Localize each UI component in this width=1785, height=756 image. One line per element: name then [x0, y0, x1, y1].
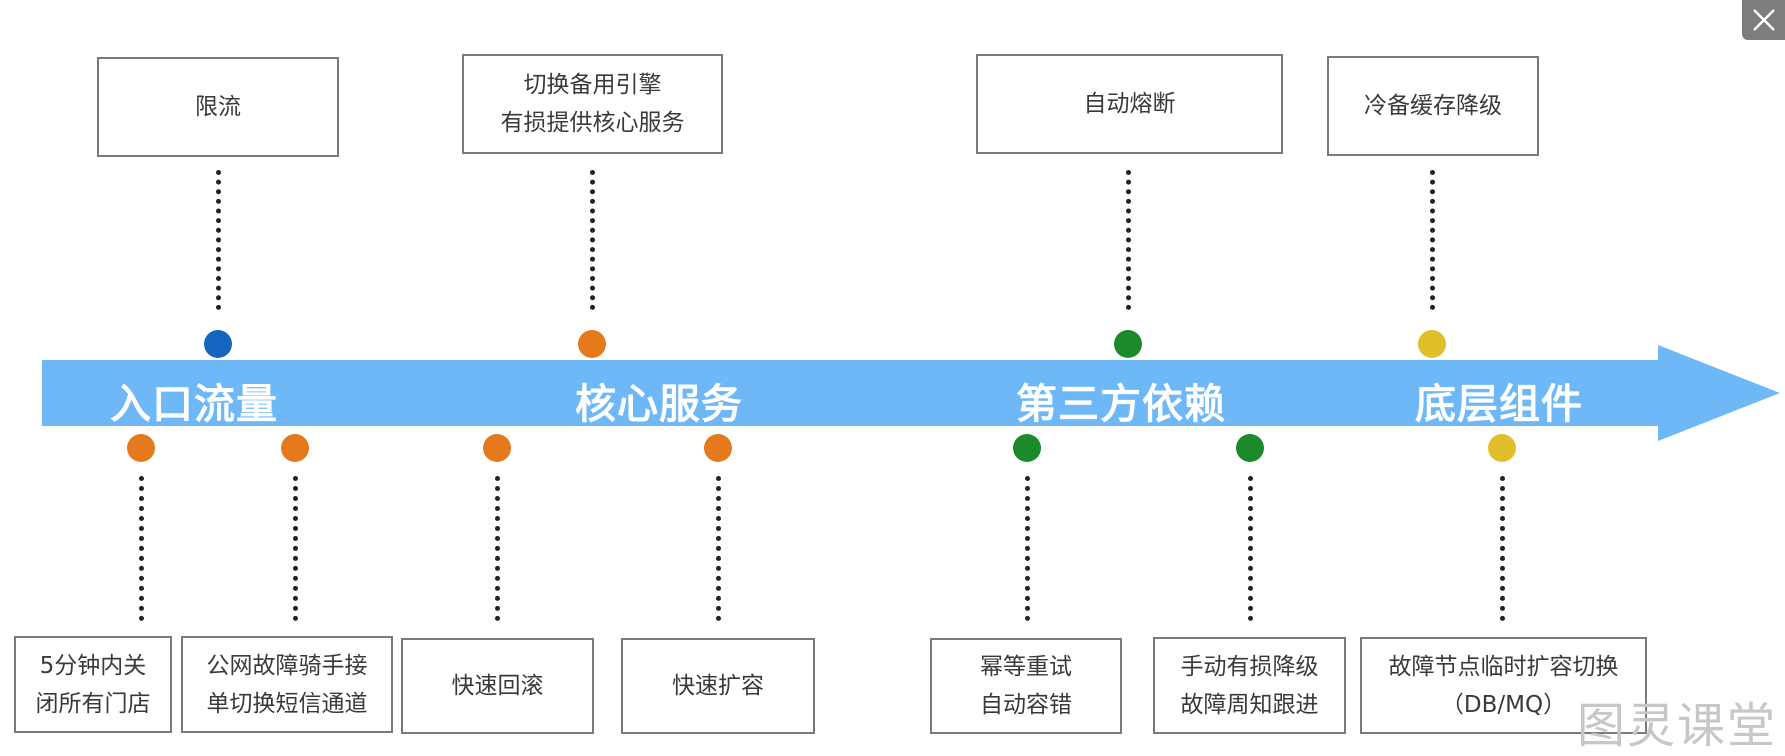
connector-circuit-break	[1126, 170, 1131, 310]
node-sms-channel	[281, 434, 309, 462]
connector-switch-engine	[590, 170, 595, 310]
box-close-stores: 5分钟内关 闭所有门店	[14, 636, 172, 733]
box-manual-degrade: 手动有损降级 故障周知跟进	[1153, 637, 1346, 734]
node-rollback	[483, 434, 511, 462]
node-switch-engine	[578, 330, 606, 358]
box-cold-cache: 冷备缓存降级	[1327, 56, 1539, 156]
close-button[interactable]	[1742, 0, 1785, 40]
box-sms-channel: 公网故障骑手接 单切换短信通道	[181, 636, 393, 733]
timeline-arrow-shape	[42, 345, 1780, 441]
connector-sms-channel	[293, 476, 298, 621]
connector-close-stores	[139, 476, 144, 621]
box-switch-engine: 切换备用引擎 有损提供核心服务	[462, 54, 723, 154]
node-manual-degrade	[1236, 434, 1264, 462]
node-scale-out	[704, 434, 732, 462]
box-retry: 幂等重试 自动容错	[930, 638, 1122, 734]
stage-base-component: 底层组件	[1415, 380, 1583, 428]
node-circuit-break	[1114, 330, 1142, 358]
node-retry	[1013, 434, 1041, 462]
box-rollback: 快速回滚	[401, 638, 594, 734]
connector-rollback	[495, 476, 500, 621]
box-node-switch: 故障节点临时扩容切换 （DB/MQ）	[1360, 637, 1647, 734]
stage-core-service: 核心服务	[575, 380, 743, 428]
close-icon	[1752, 9, 1775, 31]
node-rate-limit	[204, 330, 232, 358]
connector-node-switch	[1500, 476, 1505, 621]
node-cold-cache	[1418, 330, 1446, 358]
stage-third-party: 第三方依赖	[1016, 380, 1226, 428]
connector-rate-limit	[216, 170, 221, 310]
box-scale-out: 快速扩容	[621, 638, 815, 734]
node-close-stores	[127, 434, 155, 462]
box-circuit-break: 自动熔断	[976, 54, 1283, 154]
connector-manual-degrade	[1248, 476, 1253, 621]
watermark: 图灵课堂	[1576, 698, 1777, 754]
connector-retry	[1025, 476, 1030, 621]
stage-entry-traffic: 入口流量	[110, 380, 278, 428]
box-rate-limit: 限流	[97, 57, 339, 157]
node-node-switch	[1488, 434, 1516, 462]
connector-scale-out	[716, 476, 721, 621]
connector-cold-cache	[1430, 170, 1435, 310]
